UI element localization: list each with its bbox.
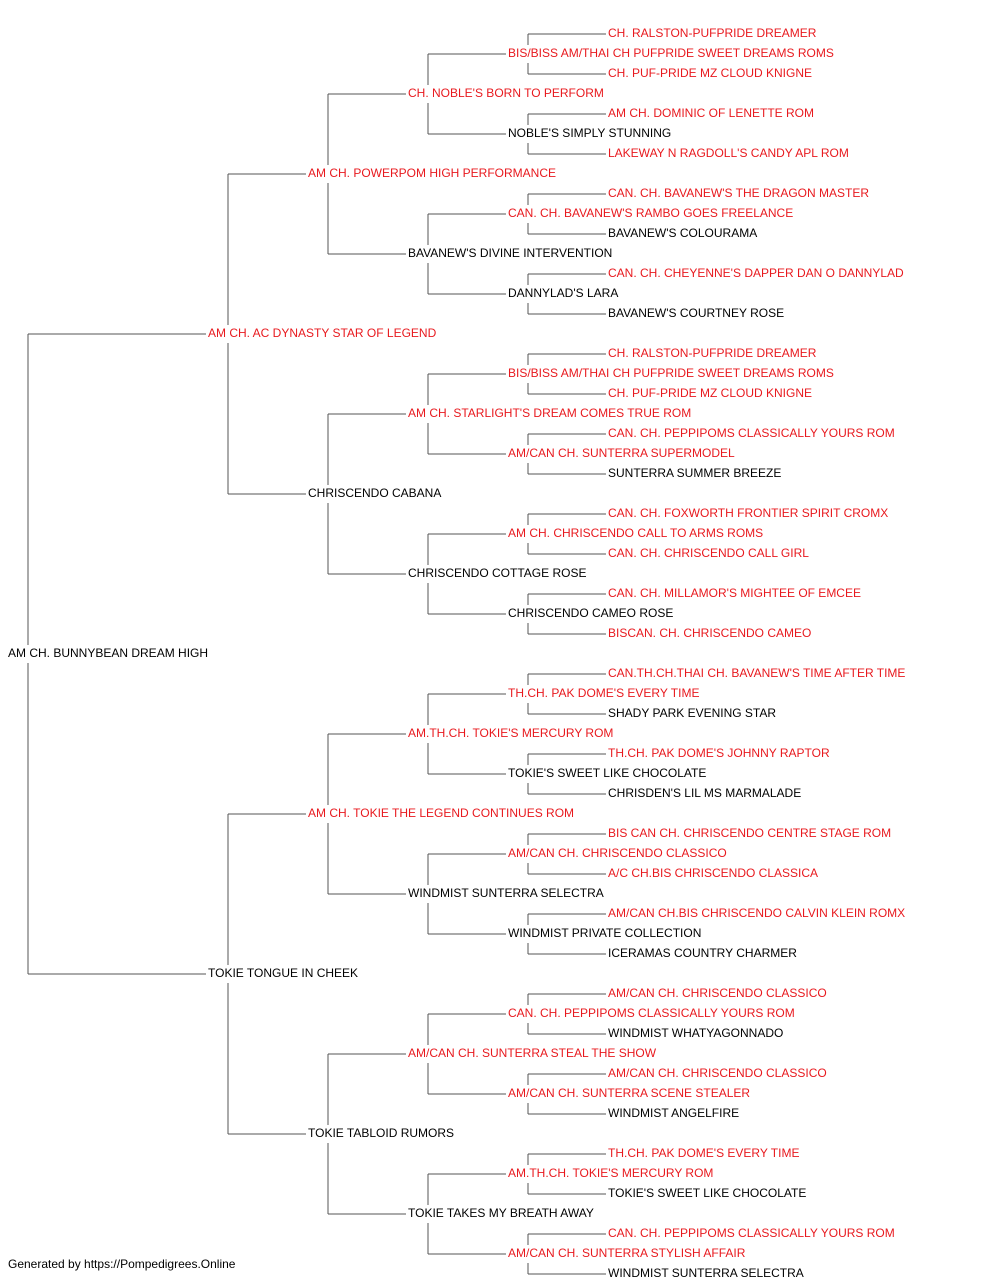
ancestor-name: CH. NOBLE'S BORN TO PERFORM — [408, 86, 604, 100]
ancestor-name: CAN. CH. PEPPIPOMS CLASSICALLY YOURS ROM — [508, 1006, 795, 1020]
ancestor-name: CAN. CH. BAVANEW'S RAMBO GOES FREELANCE — [508, 206, 793, 220]
ancestor-name: TOKIE TABLOID RUMORS — [308, 1126, 454, 1140]
ancestor-name: CAN. CH. FOXWORTH FRONTIER SPIRIT CROMX — [608, 506, 888, 520]
ancestor-name: BAVANEW'S COURTNEY ROSE — [608, 306, 784, 320]
ancestor-name: CHRISCENDO COTTAGE ROSE — [408, 566, 586, 580]
ancestor-name: AM CH. TOKIE THE LEGEND CONTINUES ROM — [308, 806, 574, 820]
ancestor-name: SUNTERRA SUMMER BREEZE — [608, 466, 781, 480]
ancestor-name: AM/CAN CH.BIS CHRISCENDO CALVIN KLEIN RO… — [608, 906, 905, 920]
ancestor-name: TOKIE TONGUE IN CHEEK — [208, 966, 358, 980]
ancestor-name: AM.TH.CH. TOKIE'S MERCURY ROM — [408, 726, 613, 740]
ancestor-name: AM/CAN CH. SUNTERRA SUPERMODEL — [508, 446, 735, 460]
ancestor-name: CH. RALSTON-PUFPRIDE DREAMER — [608, 26, 817, 40]
ancestor-name: BIS/BISS AM/THAI CH PUFPRIDE SWEET DREAM… — [508, 366, 834, 380]
ancestor-name: CH. RALSTON-PUFPRIDE DREAMER — [608, 346, 817, 360]
ancestor-name: CHRISDEN'S LIL MS MARMALADE — [608, 786, 801, 800]
ancestor-name: TH.CH. PAK DOME'S EVERY TIME — [508, 686, 699, 700]
ancestor-name: AM CH. CHRISCENDO CALL TO ARMS ROMS — [508, 526, 763, 540]
pedigree-name-labels: AM CH. BUNNYBEAN DREAM HIGH AM CH. AC DYN… — [8, 26, 905, 1280]
ancestor-name: CAN. CH. CHEYENNE'S DAPPER DAN O DANNYLA… — [608, 266, 904, 280]
ancestor-name: BAVANEW'S DIVINE INTERVENTION — [408, 246, 612, 260]
ancestor-name: A/C CH.BIS CHRISCENDO CLASSICA — [608, 866, 818, 880]
ancestor-name: AM CH. AC DYNASTY STAR OF LEGEND — [208, 326, 437, 340]
pedigree-connector-lines — [27, 33, 606, 1275]
ancestor-name: CH. PUF-PRIDE MZ CLOUD KNIGNE — [608, 386, 812, 400]
ancestor-name: CH. PUF-PRIDE MZ CLOUD KNIGNE — [608, 66, 812, 80]
ancestor-name: TOKIE'S SWEET LIKE CHOCOLATE — [608, 1186, 806, 1200]
ancestor-name: CAN. CH. PEPPIPOMS CLASSICALLY YOURS ROM — [608, 426, 895, 440]
ancestor-name: ICERAMAS COUNTRY CHARMER — [608, 946, 797, 960]
ancestor-name: WINDMIST ANGELFIRE — [608, 1106, 739, 1120]
ancestor-name: TOKIE TAKES MY BREATH AWAY — [408, 1206, 594, 1220]
ancestor-name: LAKEWAY N RAGDOLL'S CANDY APL ROM — [608, 146, 849, 160]
ancestor-name: BIS CAN CH. CHRISCENDO CENTRE STAGE ROM — [608, 826, 891, 840]
ancestor-name: AM/CAN CH. SUNTERRA SCENE STEALER — [508, 1086, 750, 1100]
ancestor-name: WINDMIST SUNTERRA SELECTRA — [408, 886, 604, 900]
ancestor-name: DANNYLAD'S LARA — [508, 286, 618, 300]
ancestor-name: CAN. CH. PEPPIPOMS CLASSICALLY YOURS ROM — [608, 1226, 895, 1240]
ancestor-name: AM.TH.CH. TOKIE'S MERCURY ROM — [508, 1166, 713, 1180]
ancestor-name: AM/CAN CH. CHRISCENDO CLASSICO — [508, 846, 727, 860]
ancestor-name: BISCAN. CH. CHRISCENDO CAMEO — [608, 626, 811, 640]
ancestor-name: WINDMIST SUNTERRA SELECTRA — [608, 1266, 804, 1280]
ancestor-name: SHADY PARK EVENING STAR — [608, 706, 776, 720]
ancestor-name: CHRISCENDO CABANA — [308, 486, 441, 500]
ancestor-name: AM/CAN CH. CHRISCENDO CLASSICO — [608, 986, 827, 1000]
subject-dog-name: AM CH. BUNNYBEAN DREAM HIGH — [8, 646, 208, 660]
ancestor-name: TH.CH. PAK DOME'S JOHNNY RAPTOR — [608, 746, 830, 760]
ancestor-name: WINDMIST PRIVATE COLLECTION — [508, 926, 701, 940]
ancestor-name: BIS/BISS AM/THAI CH PUFPRIDE SWEET DREAM… — [508, 46, 834, 60]
ancestor-name: TOKIE'S SWEET LIKE CHOCOLATE — [508, 766, 706, 780]
ancestor-name: AM/CAN CH. CHRISCENDO CLASSICO — [608, 1066, 827, 1080]
footer-credit: Generated by https://Pompedigrees.Online — [8, 1257, 236, 1271]
ancestor-name: CAN. CH. BAVANEW'S THE DRAGON MASTER — [608, 186, 869, 200]
ancestor-name: BAVANEW'S COLOURAMA — [608, 226, 757, 240]
ancestor-name: AM/CAN CH. SUNTERRA STYLISH AFFAIR — [508, 1246, 746, 1260]
ancestor-name: WINDMIST WHATYAGONNADO — [608, 1026, 783, 1040]
ancestor-name: AM CH. STARLIGHT'S DREAM COMES TRUE ROM — [408, 406, 691, 420]
ancestor-name: AM CH. POWERPOM HIGH PERFORMANCE — [308, 166, 556, 180]
ancestor-name: AM/CAN CH. SUNTERRA STEAL THE SHOW — [408, 1046, 657, 1060]
ancestor-name: CAN. CH. MILLAMOR'S MIGHTEE OF EMCEE — [608, 586, 861, 600]
ancestor-name: CHRISCENDO CAMEO ROSE — [508, 606, 673, 620]
ancestor-name: CAN.TH.CH.THAI CH. BAVANEW'S TIME AFTER … — [608, 666, 905, 680]
ancestor-name: NOBLE'S SIMPLY STUNNING — [508, 126, 671, 140]
ancestor-name: TH.CH. PAK DOME'S EVERY TIME — [608, 1146, 799, 1160]
ancestor-name: CAN. CH. CHRISCENDO CALL GIRL — [608, 546, 809, 560]
ancestor-name: AM CH. DOMINIC OF LENETTE ROM — [608, 106, 814, 120]
